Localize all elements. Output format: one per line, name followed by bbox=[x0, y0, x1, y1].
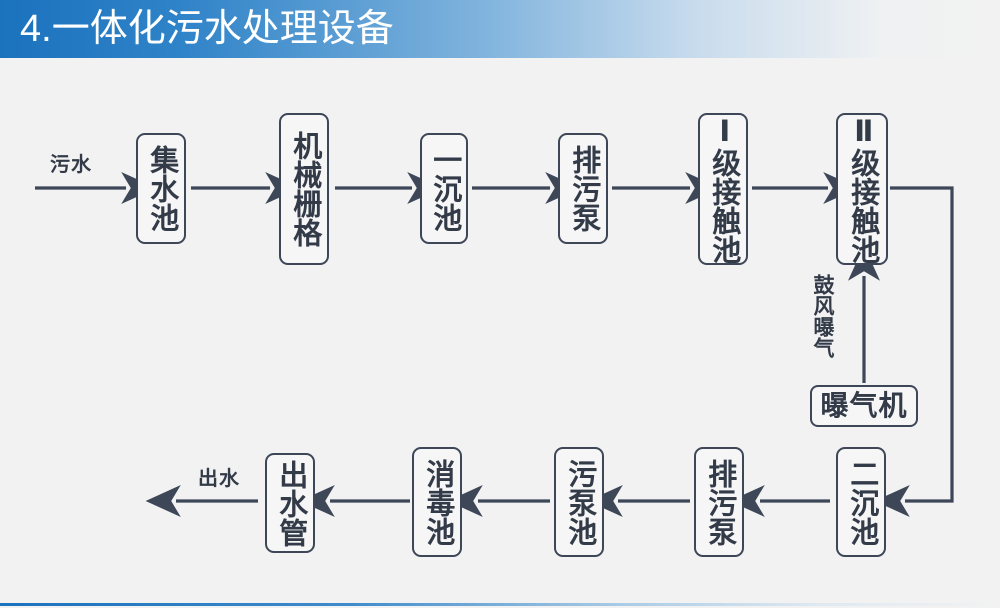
flow-node-contact-tank-2[interactable]: Ⅱ级接触池 bbox=[836, 113, 888, 265]
flow-node-contact-tank-1[interactable]: Ⅰ级接触池 bbox=[698, 113, 748, 265]
aeration-label: 鼓风曝气 bbox=[811, 274, 834, 358]
inlet-label: 污水 bbox=[50, 154, 92, 176]
flow-node-label: 排污泵 bbox=[567, 145, 600, 232]
flow-node-label: 一沉池 bbox=[428, 145, 461, 232]
flow-node-secondary-sedimentation-tank[interactable]: 二沉池 bbox=[836, 447, 886, 557]
flow-node-label: 机械栅格 bbox=[288, 131, 321, 247]
flow-node-sewage-pump-bottom[interactable]: 排污泵 bbox=[694, 447, 744, 557]
header-spacer bbox=[0, 58, 1000, 66]
flow-node-label: 集水池 bbox=[145, 145, 178, 232]
flow-node-label: 曝气机 bbox=[820, 389, 908, 421]
flow-node-collection-tank[interactable]: 集水池 bbox=[136, 133, 186, 244]
flow-node-label: Ⅰ级接触池 bbox=[707, 114, 740, 264]
flow-node-aerator[interactable]: 曝气机 bbox=[810, 385, 918, 427]
flow-node-primary-sedimentation-tank[interactable]: 一沉池 bbox=[420, 133, 468, 244]
flow-node-sludge-pump-tank[interactable]: 污泵池 bbox=[554, 447, 604, 557]
slide-header-bar bbox=[0, 0, 1000, 58]
flow-node-disinfection-tank[interactable]: 消毒池 bbox=[412, 447, 462, 557]
flow-node-outlet-pipe[interactable]: 出水管 bbox=[265, 453, 315, 553]
flow-node-label: 消毒池 bbox=[421, 458, 454, 546]
page-title: 4.一体化污水处理设备 bbox=[20, 8, 394, 50]
outlet-label: 出水 bbox=[198, 468, 240, 490]
flow-node-sewage-pump-top[interactable]: 排污泵 bbox=[558, 133, 608, 244]
edge-n6-to-n8 bbox=[874, 186, 954, 517]
slide-footer-rule bbox=[0, 603, 1000, 606]
flow-node-label: 污泵池 bbox=[563, 458, 596, 546]
flow-node-mechanical-grating[interactable]: 机械栅格 bbox=[279, 113, 329, 265]
flow-node-label: 出水管 bbox=[274, 459, 307, 547]
flow-node-label: Ⅱ级接触池 bbox=[846, 114, 879, 264]
flow-node-label: 二沉池 bbox=[845, 458, 878, 546]
flow-node-label: 排污泵 bbox=[703, 458, 736, 546]
